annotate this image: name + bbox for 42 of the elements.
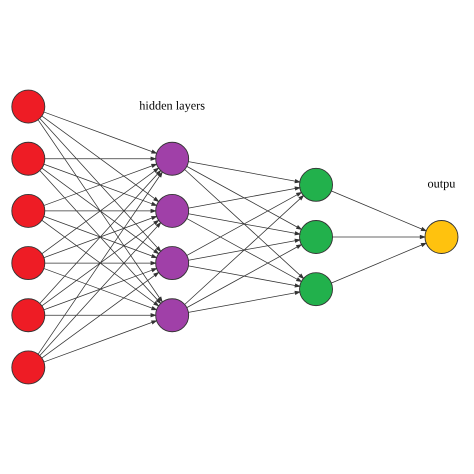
arrow xyxy=(186,192,302,256)
arrow xyxy=(40,118,162,252)
arrow xyxy=(38,171,163,354)
label: hidden layers xyxy=(139,98,206,112)
arrow xyxy=(44,260,157,266)
arrow xyxy=(188,238,301,261)
node-circle xyxy=(11,90,46,124)
arrow xyxy=(40,222,162,356)
arrow xyxy=(42,272,160,358)
arrow xyxy=(44,164,158,206)
label: outpu xyxy=(428,176,456,191)
arrow xyxy=(184,169,304,280)
arrow xyxy=(44,313,157,318)
arrow xyxy=(44,112,158,154)
node-circle xyxy=(11,298,46,332)
node-circle xyxy=(299,220,333,254)
arrow xyxy=(188,213,301,236)
arrow xyxy=(44,268,158,310)
arrow xyxy=(186,244,302,308)
arrow xyxy=(44,156,157,161)
arrow xyxy=(188,161,301,184)
arrow xyxy=(332,234,426,240)
arrow xyxy=(44,320,158,362)
node-circle xyxy=(11,142,46,176)
arrow xyxy=(42,168,160,254)
arrow xyxy=(42,220,160,306)
arrow xyxy=(38,120,163,303)
arrow xyxy=(44,216,158,258)
node-circle xyxy=(11,350,46,384)
node-circle xyxy=(11,194,46,228)
arrow xyxy=(331,190,428,232)
node-circle xyxy=(424,220,458,254)
arrow xyxy=(331,242,428,284)
arrow xyxy=(188,266,301,288)
node-circle xyxy=(11,246,46,280)
arrow xyxy=(184,194,304,305)
arrow xyxy=(186,166,302,230)
arrow xyxy=(188,290,301,313)
arrow xyxy=(44,208,157,214)
arrow xyxy=(188,186,301,208)
arrow xyxy=(186,218,302,282)
arrow xyxy=(42,116,160,202)
